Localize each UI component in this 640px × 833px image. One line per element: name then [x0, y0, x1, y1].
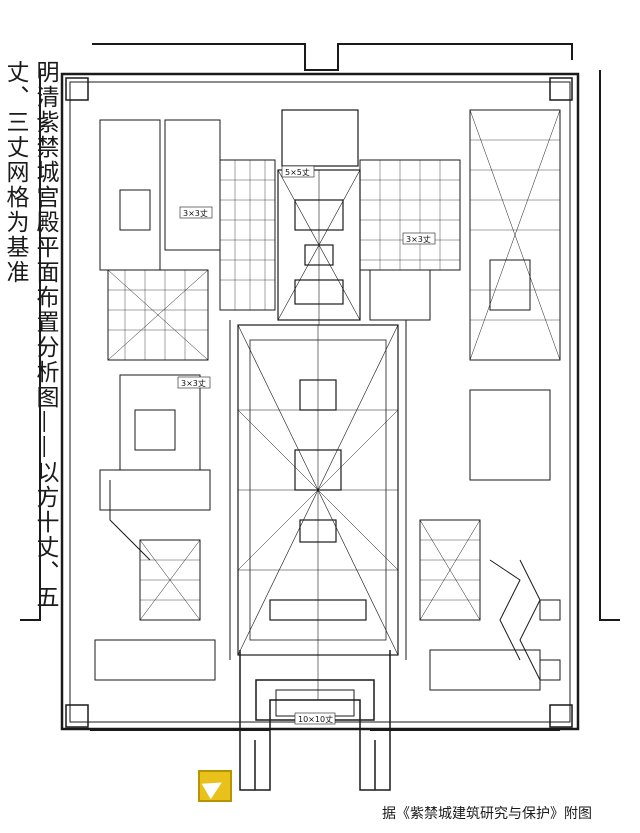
title-main: 明清紫禁城宫殿平面布置分析图 — [32, 60, 58, 410]
inner-court — [277, 109, 361, 325]
east-palaces — [359, 109, 561, 691]
side-corridors — [109, 320, 541, 681]
grid-scale-labels: 5×5丈 3×3丈 3×3丈 3×3丈 10×10丈 — [177, 165, 436, 725]
diagram-title: 明清紫禁城宫殿平面布置分析图——以方十丈、五丈、三丈网格为基准 — [2, 60, 58, 610]
outer-wall — [20, 43, 620, 731]
source-caption: 据《紫禁城建筑研究与保护》附图 — [382, 806, 592, 822]
west-palaces — [94, 119, 276, 681]
grid-label-a: 5×5丈 — [285, 167, 310, 177]
outer-court — [237, 324, 399, 700]
title-sub: 以方十丈、五丈、三丈网格为基准 — [2, 60, 58, 610]
grid-label-c: 3×3丈 — [406, 234, 431, 244]
grid-label-b: 3×3丈 — [183, 208, 208, 218]
grid-label-d: 3×3丈 — [181, 378, 206, 388]
grid-hatching — [108, 139, 560, 601]
corner-towers — [65, 77, 573, 728]
north-arrow-icon — [198, 770, 232, 802]
grid-label-e: 10×10丈 — [298, 714, 333, 724]
